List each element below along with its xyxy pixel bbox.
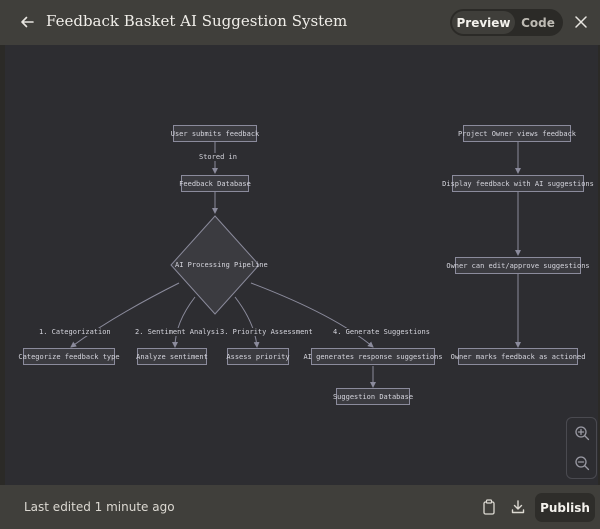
arrow-left-icon	[21, 16, 34, 28]
download-button[interactable]	[509, 498, 527, 516]
zoom-in-icon	[575, 426, 590, 441]
edge-categorize	[70, 282, 180, 348]
node-suggestion-db[interactable]: Suggestion Database	[333, 388, 413, 405]
edge-label-stored-in: Stored in	[198, 153, 238, 161]
node-owner-marks[interactable]: Owner marks feedback as actioned	[451, 348, 585, 365]
header-bar: Feedback Basket AI Suggestion System Pre…	[0, 0, 600, 45]
node-pipeline-label: AI Processing Pipeline	[175, 261, 268, 269]
node-owner-views[interactable]: Project Owner views feedback	[458, 125, 576, 142]
close-icon	[575, 16, 587, 28]
pipeline-diamond	[170, 215, 260, 315]
edge-generate	[250, 282, 374, 348]
zoom-out-icon	[575, 456, 590, 471]
copy-button[interactable]	[480, 498, 498, 516]
footer-bar: Last edited 1 minute ago Publish	[0, 485, 600, 529]
back-button[interactable]	[16, 11, 38, 33]
download-icon	[511, 500, 525, 514]
clipboard-icon	[483, 499, 495, 515]
edge-label-priority: 3. Priority Assessment	[219, 328, 314, 336]
node-feedback-db[interactable]: Feedback Database	[179, 175, 251, 192]
close-button[interactable]	[571, 12, 591, 32]
diagram-canvas[interactable]: Stored in 1. Categorization 2. Sentiment…	[5, 45, 598, 485]
node-priority[interactable]: Assess priority	[226, 348, 290, 365]
edge-label-generate: 4. Generate Suggestions	[332, 328, 431, 336]
node-ai-generates[interactable]: AI generates response suggestions	[303, 348, 443, 365]
page-title: Feedback Basket AI Suggestion System	[46, 12, 348, 30]
node-categorize[interactable]: Categorize feedback type	[18, 348, 120, 365]
node-owner-edit[interactable]: Owner can edit/approve suggestions	[446, 257, 590, 274]
tab-preview[interactable]: Preview	[452, 11, 515, 34]
view-toggle: Preview Code	[450, 9, 563, 36]
edge-priority	[234, 296, 260, 348]
node-sentiment[interactable]: Analyze sentiment	[136, 348, 208, 365]
node-user-submits[interactable]: User submits feedback	[171, 125, 259, 142]
last-edited-status: Last edited 1 minute ago	[24, 500, 175, 514]
edge-sentiment	[172, 296, 196, 348]
diagram-edges	[70, 142, 521, 388]
tab-code[interactable]: Code	[521, 15, 555, 30]
edge-label-sentiment: 2. Sentiment Analysis	[134, 328, 225, 336]
publish-button[interactable]: Publish	[535, 493, 595, 522]
edge-label-categorization: 1. Categorization	[38, 328, 112, 336]
zoom-in-button[interactable]	[572, 423, 592, 443]
zoom-controls	[566, 417, 597, 479]
node-display[interactable]: Display feedback with AI suggestions	[442, 175, 594, 192]
zoom-out-button[interactable]	[572, 453, 592, 473]
